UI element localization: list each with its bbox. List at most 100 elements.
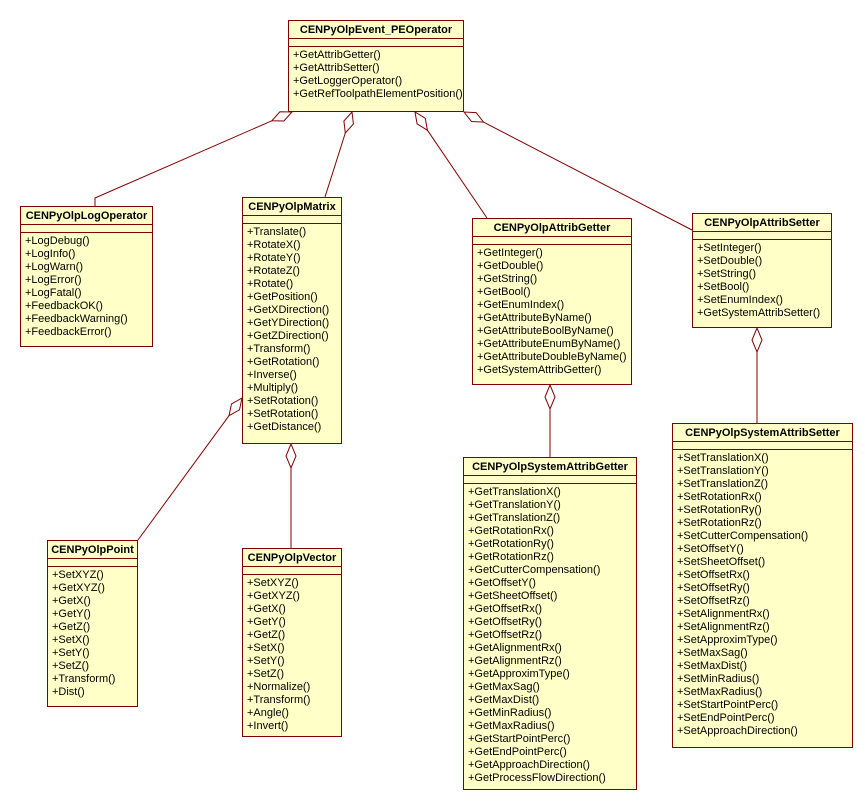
method-label: +LogInfo() bbox=[25, 248, 76, 260]
method-label: +RotateY() bbox=[247, 252, 301, 264]
method-label: +GetInteger() bbox=[477, 247, 543, 259]
method-label: +SetString() bbox=[697, 268, 756, 280]
method-label: +GetRotation() bbox=[247, 356, 320, 368]
method-label: +GetSystemAttribSetter() bbox=[697, 307, 821, 319]
method-label: +Translate() bbox=[247, 226, 307, 238]
class-box-system-attrib-setter[interactable]: CENPyOlpSystemAttribSetter +SetTranslati… bbox=[672, 423, 853, 748]
method-label: +SetRotationRy() bbox=[677, 504, 762, 516]
method-label: +RotateX() bbox=[247, 239, 301, 251]
attributes-compartment bbox=[48, 558, 137, 567]
method-label: +FeedbackError() bbox=[25, 326, 112, 338]
class-box-log-operator[interactable]: CENPyOlpLogOperator +LogDebug()+LogInfo(… bbox=[20, 206, 153, 347]
method-label: +SetOffsetY() bbox=[677, 543, 744, 555]
method-label: +SetXYZ() bbox=[52, 569, 104, 581]
method-label: +GetXYZ() bbox=[247, 590, 300, 602]
aggregation-diamond-icon bbox=[751, 326, 763, 354]
method-label: +GetAlignmentRz() bbox=[468, 655, 562, 667]
method-label: +SetTranslationY() bbox=[677, 465, 769, 477]
method-label: +Rotate() bbox=[247, 278, 294, 290]
aggregation-edge-event-to-attribgetter bbox=[414, 110, 488, 219]
method-label: +GetMaxDist() bbox=[468, 694, 540, 706]
class-title: CENPyOlpVector bbox=[247, 552, 337, 564]
method-label: +GetXDirection() bbox=[247, 304, 330, 316]
aggregation-diamond-icon bbox=[462, 111, 485, 123]
method-label: +SetX() bbox=[52, 634, 90, 646]
class-box-matrix[interactable]: CENPyOlpMatrix +Translate()+RotateX()+Ro… bbox=[242, 197, 342, 444]
method-label: +GetProcessFlowDirection() bbox=[468, 772, 606, 784]
method-label: +SetEndPointPerc() bbox=[677, 712, 775, 724]
method-label: +SetEnumIndex() bbox=[697, 294, 783, 306]
method-label: +GetApproximType() bbox=[468, 668, 570, 680]
method-label: +GetOffsetY() bbox=[468, 577, 536, 589]
method-label: +SetCutterCompensation() bbox=[677, 530, 809, 542]
class-box-attrib-setter[interactable]: CENPyOlpAttribSetter +SetInteger()+SetDo… bbox=[692, 213, 832, 328]
class-title: CENPyOlpSystemAttribSetter bbox=[685, 427, 840, 439]
method-label: +GetRotationRx() bbox=[468, 525, 554, 537]
method-label: +Invert() bbox=[247, 720, 289, 732]
method-label: +GetRotationRy() bbox=[468, 538, 554, 550]
method-label: +LogFatal() bbox=[25, 287, 82, 299]
method-label: +SetMaxRadius() bbox=[677, 686, 763, 698]
method-label: +GetLoggerOperator() bbox=[293, 75, 403, 87]
method-label: +GetRefToolpathElementPosition() bbox=[293, 88, 463, 100]
method-label: +GetString() bbox=[477, 273, 538, 285]
method-label: +Inverse() bbox=[247, 369, 297, 381]
aggregation-diamond-icon bbox=[270, 111, 294, 122]
method-label: +SetMaxDist() bbox=[677, 660, 747, 672]
method-label: +SetRotationRz() bbox=[677, 517, 762, 529]
method-label: +SetY() bbox=[247, 655, 285, 667]
method-label: +RotateZ() bbox=[247, 265, 300, 277]
method-label: +Angle() bbox=[247, 707, 289, 719]
methods-compartment: +SetXYZ()+GetXYZ()+GetX()+GetY()+GetZ()+… bbox=[243, 575, 341, 736]
aggregation-diamond-icon bbox=[228, 397, 243, 417]
method-label: +GetAttribSetter() bbox=[293, 62, 380, 74]
method-label: +Dist() bbox=[52, 686, 85, 698]
method-label: +Normalize() bbox=[247, 681, 311, 693]
method-label: +GetY() bbox=[52, 608, 91, 620]
method-label: +GetApproachDirection() bbox=[468, 759, 590, 771]
method-label: +SetBool() bbox=[697, 281, 750, 293]
method-label: +SetOffsetRy() bbox=[677, 582, 750, 594]
class-box-system-attrib-getter[interactable]: CENPyOlpSystemAttribGetter +GetTranslati… bbox=[463, 457, 637, 790]
method-label: +SetAlignmentRz() bbox=[677, 621, 770, 633]
method-label: +GetAlignmentRx() bbox=[468, 642, 562, 654]
method-label: +Multiply() bbox=[247, 382, 299, 394]
method-label: +GetTranslationX() bbox=[468, 486, 561, 498]
method-label: +GetOffsetRx() bbox=[468, 603, 543, 615]
method-label: +GetXYZ() bbox=[52, 582, 105, 594]
method-label: +GetMinRadius() bbox=[468, 707, 552, 719]
method-label: +GetCutterCompensation() bbox=[468, 564, 601, 576]
method-label: +SetTranslationZ() bbox=[677, 478, 768, 490]
method-label: +LogWarn() bbox=[25, 261, 83, 273]
method-label: +GetMaxSag() bbox=[468, 681, 540, 693]
aggregation-edge-matrix-to-point bbox=[137, 397, 243, 541]
class-title: CENPyOlpPoint bbox=[51, 544, 134, 556]
method-label: +GetOffsetRz() bbox=[468, 629, 543, 641]
method-label: +GetMaxRadius() bbox=[468, 720, 555, 732]
method-label: +SetX() bbox=[247, 642, 285, 654]
method-label: +GetEnumIndex() bbox=[477, 299, 565, 311]
class-box-point[interactable]: CENPyOlpPoint +SetXYZ()+GetXYZ()+GetX()+… bbox=[47, 540, 138, 707]
aggregation-diamond-icon bbox=[285, 442, 297, 470]
class-box-vector[interactable]: CENPyOlpVector +SetXYZ()+GetXYZ()+GetX()… bbox=[242, 548, 342, 737]
attributes-compartment bbox=[289, 38, 463, 47]
class-box-attrib-getter[interactable]: CENPyOlpAttribGetter +GetInteger()+GetDo… bbox=[472, 218, 632, 385]
class-box-event-peoperator[interactable]: CENPyOlpEvent_PEOperator +GetAttribGette… bbox=[288, 20, 464, 112]
aggregation-diamond-icon bbox=[544, 383, 556, 411]
aggregation-diamond-icon bbox=[343, 110, 354, 135]
attributes-compartment bbox=[21, 224, 152, 233]
method-label: +GetAttribGetter() bbox=[293, 49, 381, 61]
method-label: +GetX() bbox=[247, 603, 286, 615]
attributes-compartment bbox=[693, 231, 831, 240]
method-label: +GetRotationRz() bbox=[468, 551, 554, 563]
method-label: +SetApproximType() bbox=[677, 634, 778, 646]
method-label: +SetInteger() bbox=[697, 242, 762, 254]
method-label: +Transform() bbox=[247, 343, 311, 355]
attributes-compartment bbox=[243, 566, 341, 575]
method-label: +GetZ() bbox=[52, 621, 91, 633]
method-label: +SetMinRadius() bbox=[677, 673, 760, 685]
methods-compartment: +GetAttribGetter()+GetAttribSetter()+Get… bbox=[289, 47, 463, 111]
method-label: +GetSheetOffset() bbox=[468, 590, 558, 602]
method-label: +GetTranslationZ() bbox=[468, 512, 561, 524]
